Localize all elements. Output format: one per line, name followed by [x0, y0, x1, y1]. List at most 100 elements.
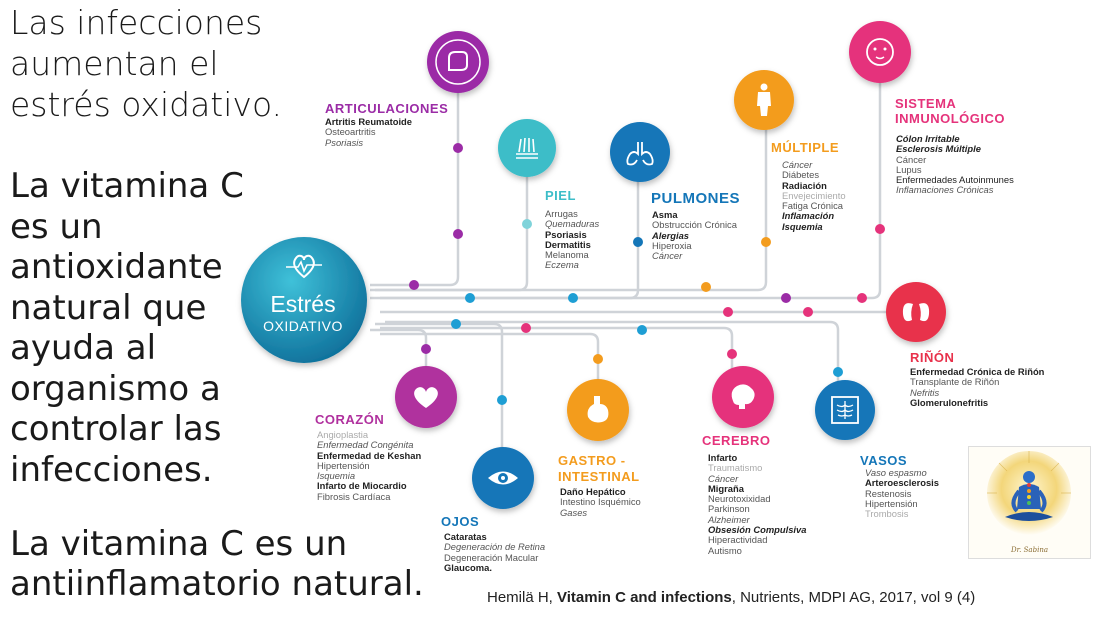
category-title-inmunologico: SISTEMA INMUNOLÓGICO	[895, 96, 1005, 126]
dot	[497, 395, 507, 405]
list-item: Eczema	[545, 259, 579, 271]
list-item: Hipertensión	[865, 497, 918, 509]
category-title-corazon: CORAZÓN	[315, 412, 385, 427]
category-title-gastro: GASTRO - INTESTINAL	[558, 453, 640, 485]
connector-inmunologico	[380, 60, 882, 300]
list-item: Daño Hepático	[560, 486, 626, 497]
list-item: Transplante de Riñón	[910, 376, 1000, 388]
item-list-rinon: Enfermedad Crónica de Riñón Transplante …	[910, 366, 1045, 408]
category-title-pulmones: PULMONES	[651, 190, 741, 207]
center-subtitle: OXIDATIVO	[263, 318, 343, 334]
list-item: Inflamación	[782, 210, 835, 222]
item-list-gastro: Daño Hepático Intestino Isquémico Gases	[560, 486, 641, 518]
category-title-ojos: OJOS	[441, 514, 480, 529]
list-item: Psoriasis	[325, 136, 364, 148]
dot	[568, 293, 578, 303]
human-body-icon	[734, 70, 794, 130]
list-item: Osteoartritis	[325, 126, 376, 138]
brain-icon	[712, 366, 774, 428]
dot	[465, 293, 475, 303]
dot	[593, 354, 603, 364]
dot	[522, 219, 532, 229]
connector-multiple	[375, 105, 768, 292]
item-list-cerebro: Infarto Traumatismo Cáncer Migraña Neuro…	[708, 452, 807, 556]
list-item: Cataratas	[444, 531, 487, 542]
list-item: Obsesión Compulsiva	[708, 524, 807, 536]
list-item: Artritis Reumatoide	[325, 116, 412, 127]
author-logo: Dr. Sabina	[968, 446, 1091, 559]
lungs-icon	[610, 122, 670, 182]
list-item: Glomerulonefritis	[910, 396, 989, 408]
kidneys-icon	[886, 282, 946, 342]
list-item: Nefritis	[910, 386, 940, 398]
list-item: Esclerosis Múltiple	[896, 143, 981, 155]
dot	[803, 307, 813, 317]
list-item: Psoriasis	[545, 228, 587, 240]
dot	[857, 293, 867, 303]
dot	[453, 143, 463, 153]
paragraph-antioxidant: La vitamina C es un antioxidante natural…	[10, 166, 244, 490]
center-title: Estrés	[270, 291, 336, 317]
list-item: Hiperactividad	[708, 534, 768, 546]
list-item: Arrugas	[545, 208, 578, 219]
list-item: Enfermedad Crónica de Riñón	[910, 366, 1045, 377]
list-item: Degeneración Macular	[444, 551, 539, 563]
connector-vasos	[385, 320, 840, 400]
connector-corazon	[370, 328, 428, 380]
category-title-articulaciones: ARTICULACIONES	[325, 101, 449, 116]
item-list-corazon: Angioplastia Enfermedad Congénita Enferm…	[317, 429, 422, 502]
category-title-rinon: RIÑÓN	[910, 350, 955, 365]
list-item: Fibrosis Cardíaca	[317, 490, 391, 502]
list-item: Quemaduras	[545, 218, 600, 230]
category-title-piel: PIEL	[545, 188, 576, 203]
category-title-line: GASTRO -	[558, 453, 626, 468]
dot	[521, 323, 531, 333]
list-item: Melanoma	[545, 249, 589, 261]
list-item: Migraña	[708, 482, 744, 494]
dot	[781, 293, 791, 303]
list-item: Hipertensión	[317, 459, 370, 471]
list-item: Trombosis	[865, 508, 909, 520]
list-item: Isquemia	[782, 220, 823, 232]
list-item: Cáncer	[652, 250, 683, 262]
dot	[833, 367, 843, 377]
list-item: Autismo	[708, 544, 742, 556]
item-list-vasos: Vaso espasmo Arteroesclerosis Restenosis…	[865, 467, 939, 520]
citation-title: Vitamin C and infections	[557, 589, 732, 606]
eye-icon	[472, 447, 534, 509]
dot	[451, 319, 461, 329]
list-item: Diábetes	[782, 169, 820, 181]
category-title-line: SISTEMA	[895, 96, 957, 111]
list-item: Angioplastia	[317, 429, 369, 440]
citation-author: Hemilä H,	[487, 589, 558, 606]
item-list-pulmones: Asma Obstrucción Crónica Alergias Hipero…	[652, 209, 737, 262]
heart-pulse-icon	[286, 254, 322, 279]
dot	[633, 237, 643, 247]
dot	[701, 282, 711, 292]
paragraph-oxidative-stress: Las infecciones aumentan el estrés oxida…	[10, 3, 283, 124]
arm-icon	[427, 31, 489, 93]
list-item: Isquemia	[317, 470, 356, 482]
list-item: Infarto de Miocardio	[317, 480, 407, 492]
dot	[637, 325, 647, 335]
list-item: Gases	[560, 506, 588, 518]
stomach-icon	[567, 379, 629, 441]
list-item: Enfermedad de Keshan	[317, 449, 422, 461]
dot	[409, 280, 419, 290]
list-item: Fatiga Crónica	[782, 200, 843, 212]
item-list-articulaciones: Artritis Reumatoide Osteoartritis Psoria…	[325, 116, 412, 148]
connector-cerebro	[380, 326, 734, 380]
list-item: Vaso espasmo	[865, 467, 927, 478]
list-item: Asma	[652, 209, 678, 220]
dot	[453, 229, 463, 239]
list-item: Restenosis	[865, 487, 912, 499]
heart-icon	[395, 366, 457, 428]
list-item: Envejecimiento	[782, 189, 846, 201]
list-item: Enfermedad Congénita	[317, 439, 414, 451]
list-item: Neurotoxixidad	[708, 493, 771, 505]
dot	[875, 224, 885, 234]
list-item: Cáncer	[708, 472, 739, 484]
connector-gastro	[380, 332, 600, 390]
list-item: Hiperoxia	[652, 239, 692, 251]
